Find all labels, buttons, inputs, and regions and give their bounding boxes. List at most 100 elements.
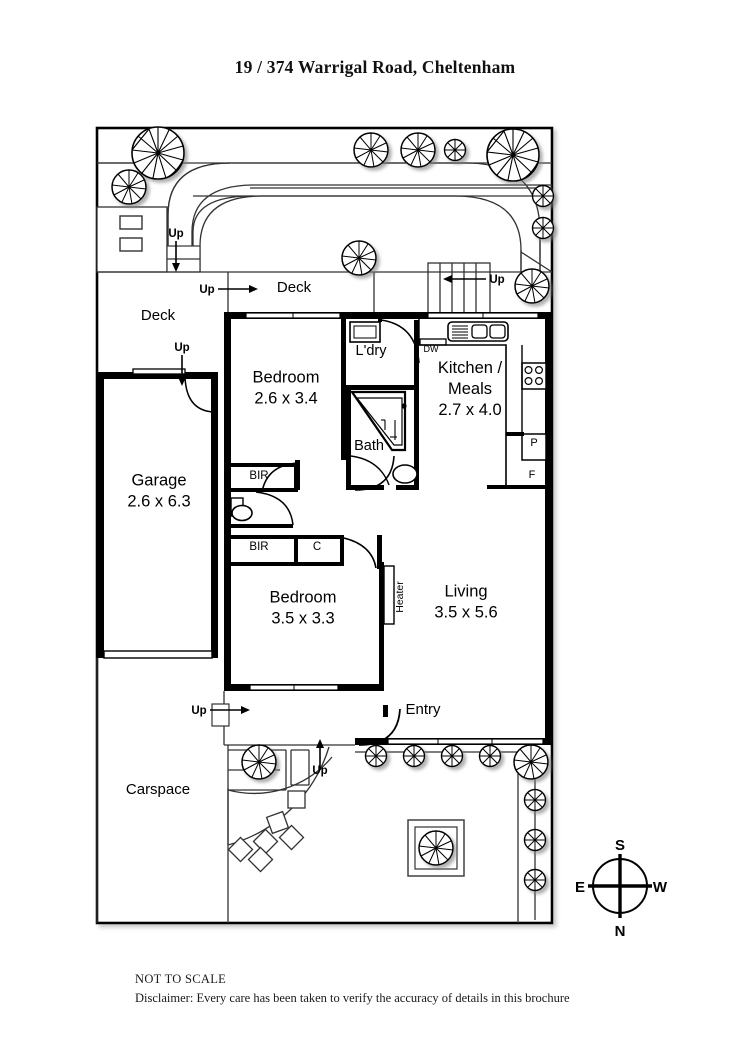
room-label-living: Living — [444, 583, 487, 601]
stepping-stone — [252, 828, 279, 855]
stepping-stones — [227, 790, 306, 873]
meter-box-lower — [119, 237, 143, 252]
up-label: Up — [191, 705, 206, 717]
up-deck-main: Up — [199, 284, 258, 296]
compass-label-right: W — [653, 879, 668, 896]
shrub — [364, 744, 388, 768]
heater-unit — [383, 565, 395, 625]
stepping-stone — [287, 790, 306, 809]
tree — [486, 128, 540, 182]
bath-plug — [401, 403, 407, 409]
label-bir-upper: BIR — [249, 470, 268, 482]
footer-notes: NOT TO SCALE Disclaimer: Every care has … — [135, 972, 570, 1006]
external-stairs-rear — [427, 262, 491, 316]
kitchen-fixtures — [418, 319, 547, 489]
wc-pan — [231, 504, 253, 522]
meter-box-upper — [119, 215, 143, 230]
label-dishwasher: DW — [424, 344, 439, 354]
robes-and-wc — [230, 460, 382, 569]
label-heater: Heater — [394, 581, 406, 613]
room-label-garage: 2.6 x 6.3 — [127, 493, 190, 511]
label-bath: Bath — [354, 438, 384, 454]
bathroom — [346, 385, 419, 491]
compass-rose: S N E W — [575, 837, 668, 940]
tree — [341, 240, 377, 276]
door-bedroom-front — [261, 462, 299, 493]
misc-labels: DeckDeckL'dryBathEntryCarspaceDWPFBIRBIR… — [126, 279, 538, 798]
up-arrow-head — [249, 285, 258, 293]
shrub — [531, 184, 555, 208]
fridge-recess — [487, 485, 546, 489]
shrub — [523, 868, 547, 892]
tree — [514, 268, 550, 304]
shrub — [402, 744, 426, 768]
pantry — [521, 433, 547, 461]
windows — [245, 312, 544, 745]
up-label: Up — [312, 765, 327, 777]
stepping-stone — [278, 824, 305, 851]
up-label: Up — [199, 284, 214, 296]
disclaimer-note: Disclaimer: Every care has been taken to… — [135, 991, 570, 1005]
tree — [111, 169, 147, 205]
cooktop — [521, 362, 547, 390]
label-bir-lower: BIR — [249, 541, 268, 553]
stepping-stone — [265, 810, 290, 835]
garden-path — [227, 746, 333, 846]
tree — [513, 744, 549, 780]
label-fridge: F — [529, 469, 536, 481]
label-entry: Entry — [405, 701, 441, 718]
laundry-room — [341, 312, 420, 460]
compass-label-top: S — [615, 837, 625, 854]
tree — [400, 132, 436, 168]
up-arrow-head — [241, 706, 250, 714]
bedroom-rear-right-wall — [379, 562, 384, 690]
door-wc — [255, 491, 294, 526]
label-pantry: P — [530, 437, 537, 449]
up-path: Up — [312, 739, 328, 777]
shrub — [531, 216, 555, 240]
room-label-bedroom-rear: Bedroom — [270, 589, 337, 607]
step-carspace — [211, 703, 230, 727]
room-label-bedroom-front: 2.6 x 3.4 — [254, 390, 317, 408]
label-carspace: Carspace — [126, 781, 190, 798]
compass-label-bottom: N — [615, 923, 626, 940]
label-ldry: L'dry — [356, 343, 388, 359]
up-arrow-head — [443, 275, 452, 283]
entry-door — [355, 705, 401, 746]
up-arrow-head — [316, 739, 324, 748]
room-label-kitchen-meals: 2.7 x 4.0 — [438, 401, 501, 419]
room-label-bedroom-front: Bedroom — [253, 369, 320, 387]
up-carspace: Up — [191, 705, 250, 717]
garage-roller-door — [103, 650, 213, 659]
step-meterbox — [166, 245, 201, 273]
up-label: Up — [174, 342, 189, 354]
room-label-kitchen-meals: Meals — [448, 380, 492, 398]
up-label: Up — [168, 228, 183, 240]
shrub — [478, 744, 502, 768]
shrub — [523, 828, 547, 852]
not-to-scale-note: NOT TO SCALE — [135, 972, 227, 986]
garage-pedestrian-door — [132, 368, 214, 413]
page-title: 19 / 374 Warrigal Road, Cheltenham — [234, 57, 516, 77]
window-living — [387, 738, 544, 745]
tree — [241, 744, 277, 780]
up-label: Up — [489, 274, 504, 286]
label-cupboard: C — [313, 541, 321, 553]
up-rear-stair: Up — [443, 274, 505, 286]
compass-label-left: E — [575, 879, 585, 896]
up-arrow-head — [172, 263, 180, 272]
deck-dividers — [97, 271, 552, 312]
door-bedroom-rear — [343, 537, 377, 569]
tree — [131, 126, 185, 180]
up-deck-left: Up — [174, 342, 190, 386]
room-label-kitchen-meals: Kitchen / — [438, 359, 503, 377]
stepping-stone — [247, 846, 274, 873]
shrub — [443, 138, 467, 162]
shrub — [440, 744, 464, 768]
room-label-living: 3.5 x 5.6 — [434, 604, 497, 622]
up-arrow-head — [178, 377, 186, 386]
